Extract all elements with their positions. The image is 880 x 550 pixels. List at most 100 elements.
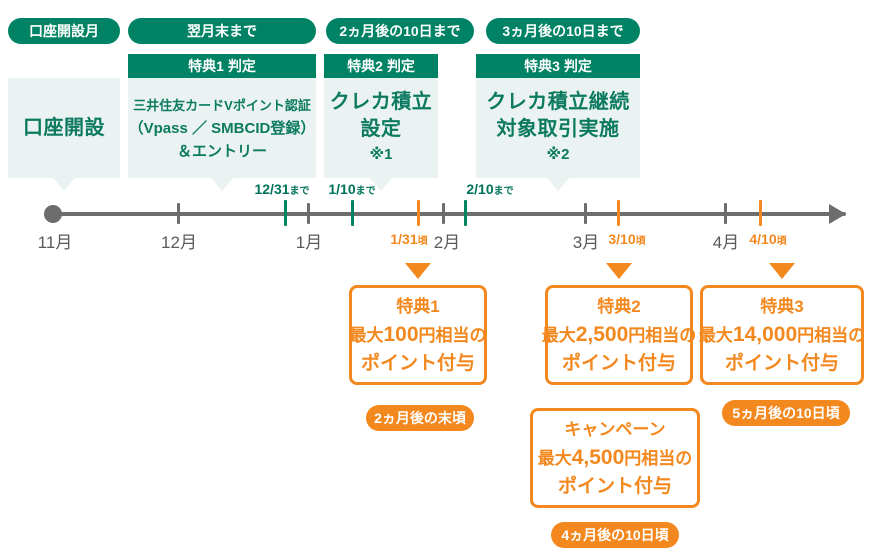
tick-dec bbox=[177, 203, 180, 224]
benefit-3-box: 特典3 最大14,000円相当の ポイント付与 bbox=[699, 285, 865, 385]
stage-benefit2-header: 特典2 判定 bbox=[324, 54, 438, 78]
stage-benefit1-tail bbox=[211, 178, 233, 191]
stage-benefit1-body: 三井住友カードVポイント認証 （Vpass ／ SMBCID登録） ＆エントリー bbox=[128, 78, 316, 178]
benefit-3-pill: 5ヵ月後の10日頃 bbox=[722, 400, 850, 426]
stage-benefit3-judgement: 特典3 判定 クレカ積立継続 対象取引実施 ※2 bbox=[476, 54, 640, 191]
benefit-1-line-3: ポイント付与 bbox=[360, 352, 475, 374]
tick-0131 bbox=[417, 200, 420, 226]
timeline-axis-line bbox=[53, 212, 846, 216]
benefit-1-line-2: 最大100円相当の bbox=[349, 320, 486, 350]
benefit-1-prefix: 最大 bbox=[349, 325, 384, 345]
stage-benefit3-header: 特典3 判定 bbox=[476, 54, 640, 78]
above-label-0210-date: 2/10 bbox=[466, 181, 494, 197]
tick-label-0310-suffix: 頃 bbox=[635, 236, 646, 247]
benefit-campaign-suffix: 円相当の bbox=[624, 448, 693, 468]
benefit-3-line-3: ポイント付与 bbox=[724, 352, 839, 374]
benefit-2-line-1: 特典2 bbox=[597, 296, 641, 316]
benefit-1-arrow bbox=[405, 263, 431, 279]
benefit-3: 特典3 最大14,000円相当の ポイント付与 bbox=[699, 263, 865, 385]
tick-0410 bbox=[759, 200, 762, 226]
tick-jan bbox=[307, 203, 310, 224]
stage-benefit3-line-3: ※2 bbox=[546, 146, 570, 163]
tick-label-0131: 1/31頃 bbox=[390, 231, 427, 247]
benefit-3-arrow bbox=[769, 263, 795, 279]
tick-0210 bbox=[464, 200, 467, 226]
above-label-0110: 1/10まで bbox=[328, 181, 375, 197]
benefit-campaign-prefix: 最大 bbox=[537, 448, 572, 468]
tick-mar bbox=[584, 203, 587, 224]
benefit-1-line-1: 特典1 bbox=[396, 296, 440, 316]
benefit-2: 特典2 最大2,500円相当の ポイント付与 bbox=[542, 263, 696, 385]
tick-label-mar: 3月 bbox=[572, 233, 600, 252]
stage-benefit1-line-3: ＆エントリー bbox=[176, 142, 267, 160]
stage-benefit3-tail bbox=[547, 178, 569, 191]
benefit-campaign-line-3: ポイント付与 bbox=[557, 475, 672, 497]
above-label-0110-date: 1/10 bbox=[328, 181, 356, 197]
benefit-campaign-box: キャンペーン 最大4,500円相当の ポイント付与 bbox=[530, 408, 700, 508]
tick-label-nov: 11月 bbox=[37, 233, 73, 252]
stage-benefit1-judgement: 特典1 判定 三井住友カードVポイント認証 （Vpass ／ SMBCID登録）… bbox=[128, 54, 316, 191]
stage-benefit2-line-3: ※1 bbox=[369, 146, 393, 163]
stage-benefit2-line-1: クレカ積立 bbox=[329, 91, 433, 113]
benefit-3-line-1: 特典3 bbox=[760, 296, 804, 316]
stage-benefit2-body: クレカ積立 設定 ※1 bbox=[324, 78, 438, 178]
benefit-1: 特典1 最大100円相当の ポイント付与 bbox=[349, 263, 487, 385]
above-label-0210: 2/10まで bbox=[466, 181, 513, 197]
tick-label-0310-date: 3/10 bbox=[608, 231, 636, 247]
tick-0110 bbox=[351, 200, 354, 226]
tick-label-0410-date: 4/10 bbox=[749, 231, 777, 247]
stage-account-open: 口座開設 bbox=[8, 78, 120, 191]
benefit-1-suffix: 円相当の bbox=[418, 325, 487, 345]
above-label-0210-suffix: まで bbox=[493, 186, 514, 197]
benefit-1-box: 特典1 最大100円相当の ポイント付与 bbox=[349, 285, 487, 385]
benefit-campaign-amount: 4,500 bbox=[571, 445, 625, 469]
benefit-3-amount: 14,000 bbox=[732, 322, 798, 346]
timeline-start-dot bbox=[44, 205, 62, 223]
benefit-campaign: キャンペーン 最大4,500円相当の ポイント付与 bbox=[530, 408, 700, 508]
stage-benefit2-line-2: 設定 bbox=[360, 118, 402, 140]
stage-benefit1-line-2: （Vpass ／ SMBCID登録） bbox=[128, 119, 316, 137]
above-label-1231-suffix: まで bbox=[289, 186, 310, 197]
tick-1231 bbox=[284, 200, 287, 226]
pill-end-of-next-month: 翌月末まで bbox=[128, 18, 316, 44]
benefit-2-line-2: 最大2,500円相当の bbox=[542, 320, 697, 350]
tick-0310 bbox=[617, 200, 620, 226]
above-label-1231: 12/31まで bbox=[254, 181, 309, 197]
tick-label-0131-suffix: 頃 bbox=[417, 236, 428, 247]
tick-label-0131-date: 1/31 bbox=[390, 231, 418, 247]
tick-apr bbox=[724, 203, 727, 224]
pill-3months-10th: 3ヵ月後の10日まで bbox=[486, 18, 640, 44]
benefit-2-line-3: ポイント付与 bbox=[561, 352, 676, 374]
benefit-2-suffix: 円相当の bbox=[628, 325, 697, 345]
stage-account-open-tail bbox=[53, 178, 75, 191]
tick-label-apr: 4月 bbox=[712, 233, 740, 252]
above-label-0110-suffix: まで bbox=[355, 186, 376, 197]
tick-label-dec: 12月 bbox=[161, 233, 197, 252]
stage-benefit1-line-1: 三井住友カードVポイント認証 bbox=[133, 97, 311, 113]
benefit-2-amount: 2,500 bbox=[575, 322, 629, 346]
benefit-campaign-line-1: キャンペーン bbox=[564, 419, 666, 439]
tick-label-0310: 3/10頃 bbox=[608, 231, 645, 247]
tick-label-feb: 2月 bbox=[433, 233, 461, 252]
benefit-2-prefix: 最大 bbox=[541, 325, 576, 345]
pill-account-open-month: 口座開設月 bbox=[8, 18, 120, 44]
pill-2months-10th: 2ヵ月後の10日まで bbox=[326, 18, 474, 44]
benefit-1-amount: 100 bbox=[383, 322, 419, 346]
stage-benefit2-judgement: 特典2 判定 クレカ積立 設定 ※1 bbox=[324, 54, 438, 191]
stage-benefit3-body: クレカ積立継続 対象取引実施 ※2 bbox=[476, 78, 640, 178]
benefit-2-arrow bbox=[606, 263, 632, 279]
timeline-arrow-head bbox=[829, 204, 846, 224]
tick-label-jan: 1月 bbox=[295, 233, 323, 252]
benefit-campaign-line-2: 最大4,500円相当の bbox=[538, 443, 693, 473]
benefit-1-pill: 2ヵ月後の末頃 bbox=[366, 405, 474, 431]
stage-benefit3-line-2: 対象取引実施 bbox=[496, 118, 620, 140]
benefit-3-prefix: 最大 bbox=[698, 325, 733, 345]
stage-benefit1-header: 特典1 判定 bbox=[128, 54, 316, 78]
benefit-3-line-2: 最大14,000円相当の bbox=[699, 320, 865, 350]
above-label-1231-date: 12/31 bbox=[254, 181, 290, 197]
tick-feb bbox=[442, 203, 445, 224]
stage-account-open-line-1: 口座開設 bbox=[23, 116, 105, 139]
benefit-campaign-pill: 4ヵ月後の10日頃 bbox=[551, 522, 679, 548]
tick-label-0410: 4/10頃 bbox=[749, 231, 786, 247]
